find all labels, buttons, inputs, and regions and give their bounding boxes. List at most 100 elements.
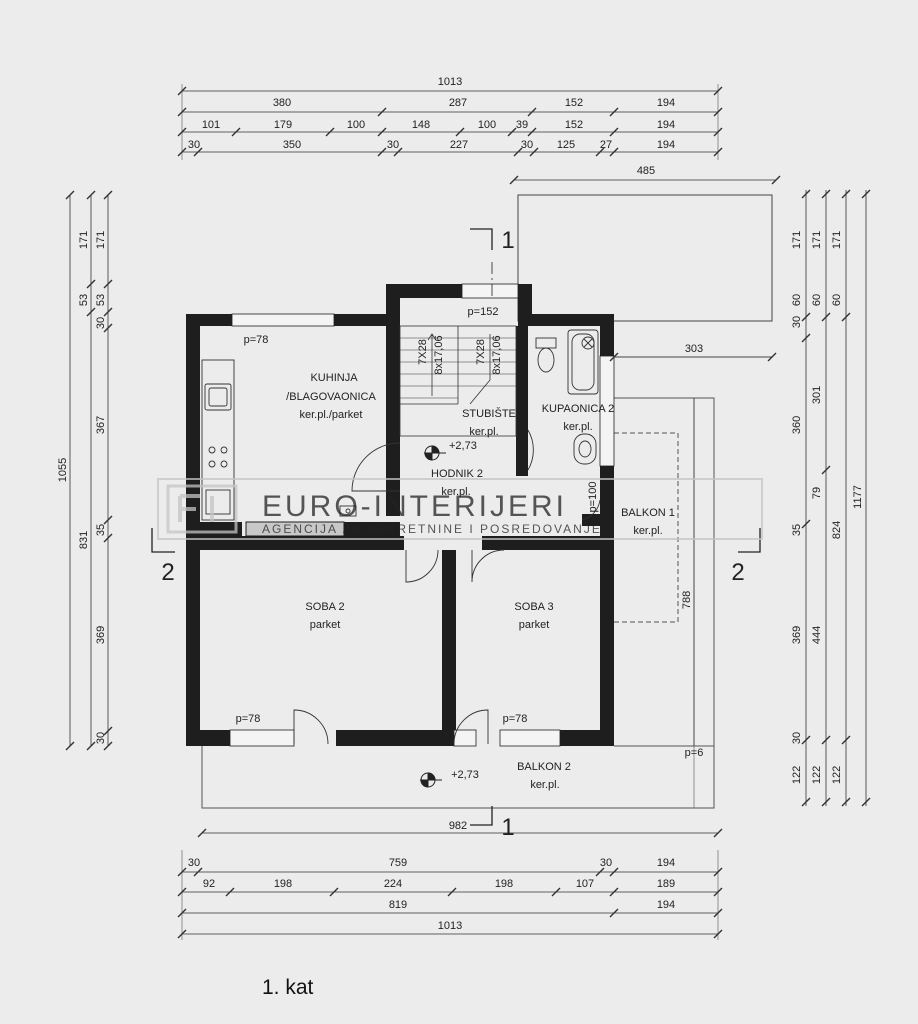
balcony2-floor: ker.pl. (530, 779, 559, 791)
dim-label: 30 (95, 317, 107, 329)
dim-label: 30 (387, 139, 399, 151)
dim-label: 171 (811, 231, 823, 249)
stairs-note: 8x17,06 (433, 335, 445, 374)
kitchen-counter (201, 359, 357, 521)
balcony2-name: BALKON 2 (517, 761, 571, 773)
dim-label: 39 (516, 119, 528, 131)
dim-label: 30 (188, 139, 200, 151)
room2-perimeter: p=78 (236, 713, 261, 725)
dim-label: 152 (565, 119, 583, 131)
top-dimension-labels: 1013 380 287 152 194 101 179 100 148 100… (188, 76, 675, 177)
dim-label: 171 (791, 231, 803, 249)
right-dimension-chain (801, 189, 871, 807)
upper-balcony-outline (517, 194, 773, 322)
dim-label: 179 (274, 119, 292, 131)
dim-label: 122 (791, 766, 803, 784)
dim-label: 27 (600, 139, 612, 151)
section-labels: 1 1 2 2 (161, 227, 744, 841)
dim-total-depth: 1055 (57, 458, 69, 482)
section-mark-2-left: 2 (161, 559, 174, 586)
doors (293, 429, 601, 745)
section-mark-1-bottom: 1 (501, 814, 514, 841)
dim-label: 30 (95, 732, 107, 744)
dim-label: 819 (389, 899, 407, 911)
stairs-name: STUBIŠTE (462, 407, 516, 420)
room3-perimeter: p=78 (503, 713, 528, 725)
dim-label: 30 (521, 139, 533, 151)
dim-label: 122 (811, 766, 823, 784)
dim-label: 152 (565, 97, 583, 109)
dim-label: 287 (449, 97, 467, 109)
hall-floor: ker.pl. (441, 486, 470, 498)
dim-label: 60 (831, 294, 843, 306)
stairs-note: 7X28 (417, 339, 429, 365)
dim-label: 759 (389, 857, 407, 869)
watermark-sub-text: AGENCIJA ZA NEKRETNINE I POSREDOVANJE (262, 522, 602, 536)
dim-total-width-bottom: 1013 (438, 920, 462, 932)
dim-label: 30 (791, 732, 803, 744)
stairs-perimeter: p=152 (468, 306, 499, 318)
bottom-dimension-chain (177, 828, 723, 940)
hall-perimeter: p=100 (587, 482, 599, 513)
dim-label: 30 (188, 857, 200, 869)
dim-label: 194 (657, 899, 675, 911)
bathroom-fixtures (535, 329, 599, 465)
dim-label: 444 (811, 626, 823, 644)
dim-label: 125 (557, 139, 575, 151)
dim-label: 79 (811, 487, 823, 499)
dim-label: 369 (791, 626, 803, 644)
room3-floor: parket (519, 619, 550, 631)
bottom-dimension-labels: 982 30 759 30 194 92 198 224 198 107 189… (188, 820, 675, 932)
dim-label: 194 (657, 857, 675, 869)
dim-label: 30 (600, 857, 612, 869)
hall-name: HODNIK 2 (431, 468, 483, 480)
room2-name: SOBA 2 (305, 601, 344, 613)
dim-label: 369 (95, 626, 107, 644)
balcony2-level: +2,73 (451, 769, 479, 781)
dim-label: 227 (450, 139, 468, 151)
dim-label: 194 (657, 139, 675, 151)
dim-balcony-width: 303 (685, 343, 703, 355)
dim-label: 53 (78, 294, 90, 306)
dim-label: 53 (95, 294, 107, 306)
staircase (399, 325, 517, 437)
balcony1-floor: ker.pl. (633, 525, 662, 537)
right-dimension-labels: 171 30 60 360 35 369 30 122 171 60 301 7… (791, 231, 864, 784)
room3-name: SOBA 3 (514, 601, 553, 613)
dim-label: 380 (273, 97, 291, 109)
dim-total-depth-right: 1177 (852, 485, 864, 509)
dim-label: 100 (347, 119, 365, 131)
dim-label: 367 (95, 416, 107, 434)
dim-label: 60 (791, 294, 803, 306)
bathroom-name: KUPAONICA 2 (542, 403, 615, 415)
drawing-title: 1. kat (262, 976, 314, 999)
dim-label: 194 (657, 97, 675, 109)
dim-label: 171 (78, 231, 90, 249)
room2-floor: parket (310, 619, 341, 631)
windows (229, 283, 615, 747)
dim-label: 30 (791, 316, 803, 328)
level-markers (420, 445, 446, 788)
left-dimension-chain (65, 190, 113, 751)
left-dimension-labels: 1055 831 171 53 171 53 30 367 35 369 30 (57, 231, 107, 744)
level-marker-balcony (420, 772, 442, 788)
stairs-note: 8x17,06 (491, 335, 503, 374)
dim-label: 148 (412, 119, 430, 131)
watermark-main-text: EURO-INTERIJERI (262, 490, 567, 523)
section-lines (151, 228, 761, 826)
dim-upper-balcony: 485 (637, 165, 655, 177)
dim-label: 198 (495, 878, 513, 890)
balcony1-name: BALKON 1 (621, 507, 675, 519)
kitchen-name: KUHINJA (310, 372, 358, 384)
stairs-note: 7X28 (475, 339, 487, 365)
dim-label: 831 (78, 531, 90, 549)
dim-label: 171 (95, 231, 107, 249)
dim-label: 122 (831, 766, 843, 784)
stairs-floor: ker.pl. (469, 426, 498, 438)
dim-label: 92 (203, 878, 215, 890)
kitchen-perimeter: p=78 (244, 334, 269, 346)
section-mark-1-top: 1 (501, 227, 514, 254)
dim-label: 224 (384, 878, 402, 890)
top-dimension-chain (177, 84, 781, 185)
